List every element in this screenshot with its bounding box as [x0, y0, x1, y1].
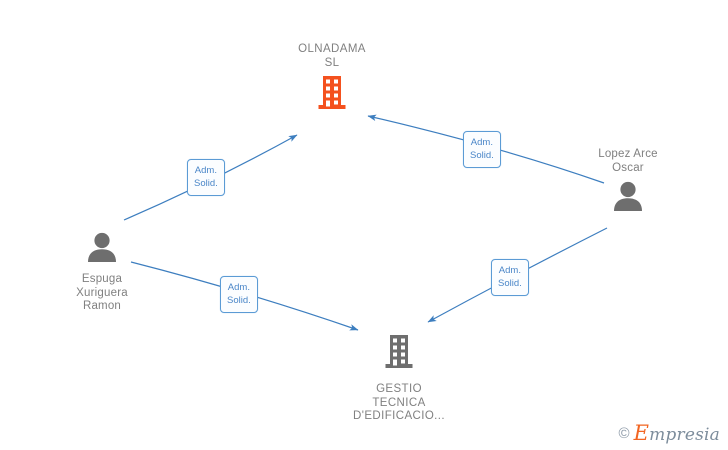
node-gestio-tecnica[interactable]: GESTIO TECNICA D'EDIFICACIO...	[319, 335, 479, 424]
empresia-watermark: © Empresia	[619, 423, 720, 444]
node-olnadama[interactable]: OLNADAMA SL	[252, 43, 412, 117]
building-icon	[385, 335, 413, 376]
brand-rest: mpresia	[649, 425, 720, 445]
node-label-olnadama: OLNADAMA SL	[298, 43, 366, 69]
node-label-lopez-arce-oscar: Lopez Arce Oscar	[598, 148, 658, 174]
node-lopez-arce-oscar[interactable]: Lopez Arce Oscar	[548, 148, 708, 216]
brand-name: Empresia	[634, 423, 720, 444]
edge-label-espuga-gestio[interactable]: Adm. Solid.	[220, 276, 258, 313]
node-label-gestio-tecnica: GESTIO TECNICA D'EDIFICACIO...	[353, 383, 445, 422]
copyright-icon: ©	[618, 425, 630, 442]
building-icon	[318, 76, 346, 117]
node-label-espuga-xuriguera-ramon: Espuga Xuriguera Ramon	[76, 273, 128, 312]
edge-label-espuga-olnadama[interactable]: Adm. Solid.	[187, 159, 225, 196]
brand-initial: E	[633, 421, 650, 445]
node-espuga-xuriguera-ramon[interactable]: Espuga Xuriguera Ramon	[22, 232, 182, 314]
edge-label-lopez-gestio[interactable]: Adm. Solid.	[491, 259, 529, 296]
person-icon	[85, 232, 119, 267]
edge-label-lopez-olnadama[interactable]: Adm. Solid.	[463, 131, 501, 168]
person-icon	[611, 181, 645, 216]
